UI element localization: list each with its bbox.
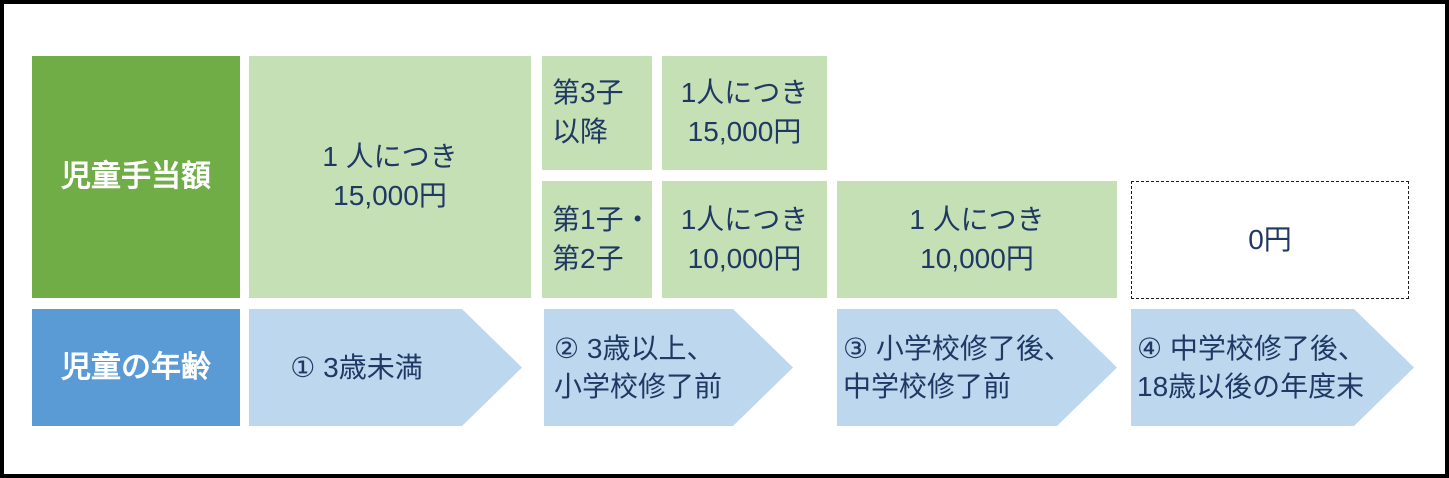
- age-row-label-text: 児童の年齢: [61, 350, 211, 384]
- age-step-4-line2: 18歳以後の年度末: [1137, 370, 1365, 402]
- amount-elem-junior-line2: 10,000円: [920, 242, 1034, 274]
- age-row-label: 児童の年齢: [32, 309, 240, 426]
- age-step-3-arrow: ③ 小学校修了後、 中学校修了前: [837, 309, 1117, 426]
- amount-under3-line1: 1 人につき: [322, 141, 458, 173]
- age-step-3-line1: ③ 小学校修了後、: [843, 332, 1072, 364]
- amount-third-line2: 15,000円: [687, 116, 802, 147]
- age-step-2-arrow: ② 3歳以上、 小学校修了前: [544, 309, 793, 426]
- amount-box-zero-yen: 0円: [1131, 181, 1409, 299]
- amount-row-label: 児童手当額: [32, 56, 240, 298]
- amount-under3-line2: 15,000円: [333, 180, 447, 211]
- category-box-first-second-child: 第1子・ 第2子: [542, 181, 652, 298]
- age-step-4-arrow: ④ 中学校修了後、 18歳以後の年度末: [1131, 309, 1414, 426]
- amount-box-under3: 1 人につき 15,000円: [249, 56, 531, 298]
- age-step-2-line2: 小学校修了前: [554, 370, 723, 402]
- age-step-1-arrow: ① 3歳未満: [249, 309, 522, 426]
- amount-box-elementary-to-junior: 1 人につき 10,000円: [837, 181, 1117, 298]
- amount-box-first-second-child: 1人につき 10,000円: [662, 181, 827, 298]
- age-step-2-line1: ② 3歳以上、: [554, 332, 715, 364]
- category-box-third-child: 第3子 以降: [542, 56, 652, 170]
- age-step-1-line1: ① 3歳未満: [290, 351, 423, 383]
- amount-box-third-child: 1人につき 15,000円: [662, 56, 827, 170]
- arrow-shape: [1131, 309, 1414, 426]
- amount-third-line1: 1人につき: [680, 77, 809, 109]
- amount-first-second-line2: 10,000円: [687, 242, 802, 274]
- arrow-shape: [544, 309, 793, 426]
- arrow-shape: [249, 309, 522, 426]
- category-third-line2: 以降: [552, 116, 609, 147]
- age-step-4-line1: ④ 中学校修了後、: [1137, 332, 1366, 364]
- amount-first-second-line1: 1人につき: [680, 203, 809, 235]
- category-first-second-line1: 第1子・: [552, 203, 652, 235]
- category-third-line1: 第3子: [552, 77, 624, 109]
- age-step-3-line2: 中学校修了前: [843, 370, 1012, 402]
- amount-zero-yen-text: 0円: [1248, 223, 1292, 255]
- amount-elem-junior-line1: 1 人につき: [909, 203, 1045, 235]
- arrow-shape: [837, 309, 1117, 426]
- amount-row-label-text: 児童手当額: [61, 160, 211, 194]
- category-first-second-line2: 第2子: [552, 242, 624, 274]
